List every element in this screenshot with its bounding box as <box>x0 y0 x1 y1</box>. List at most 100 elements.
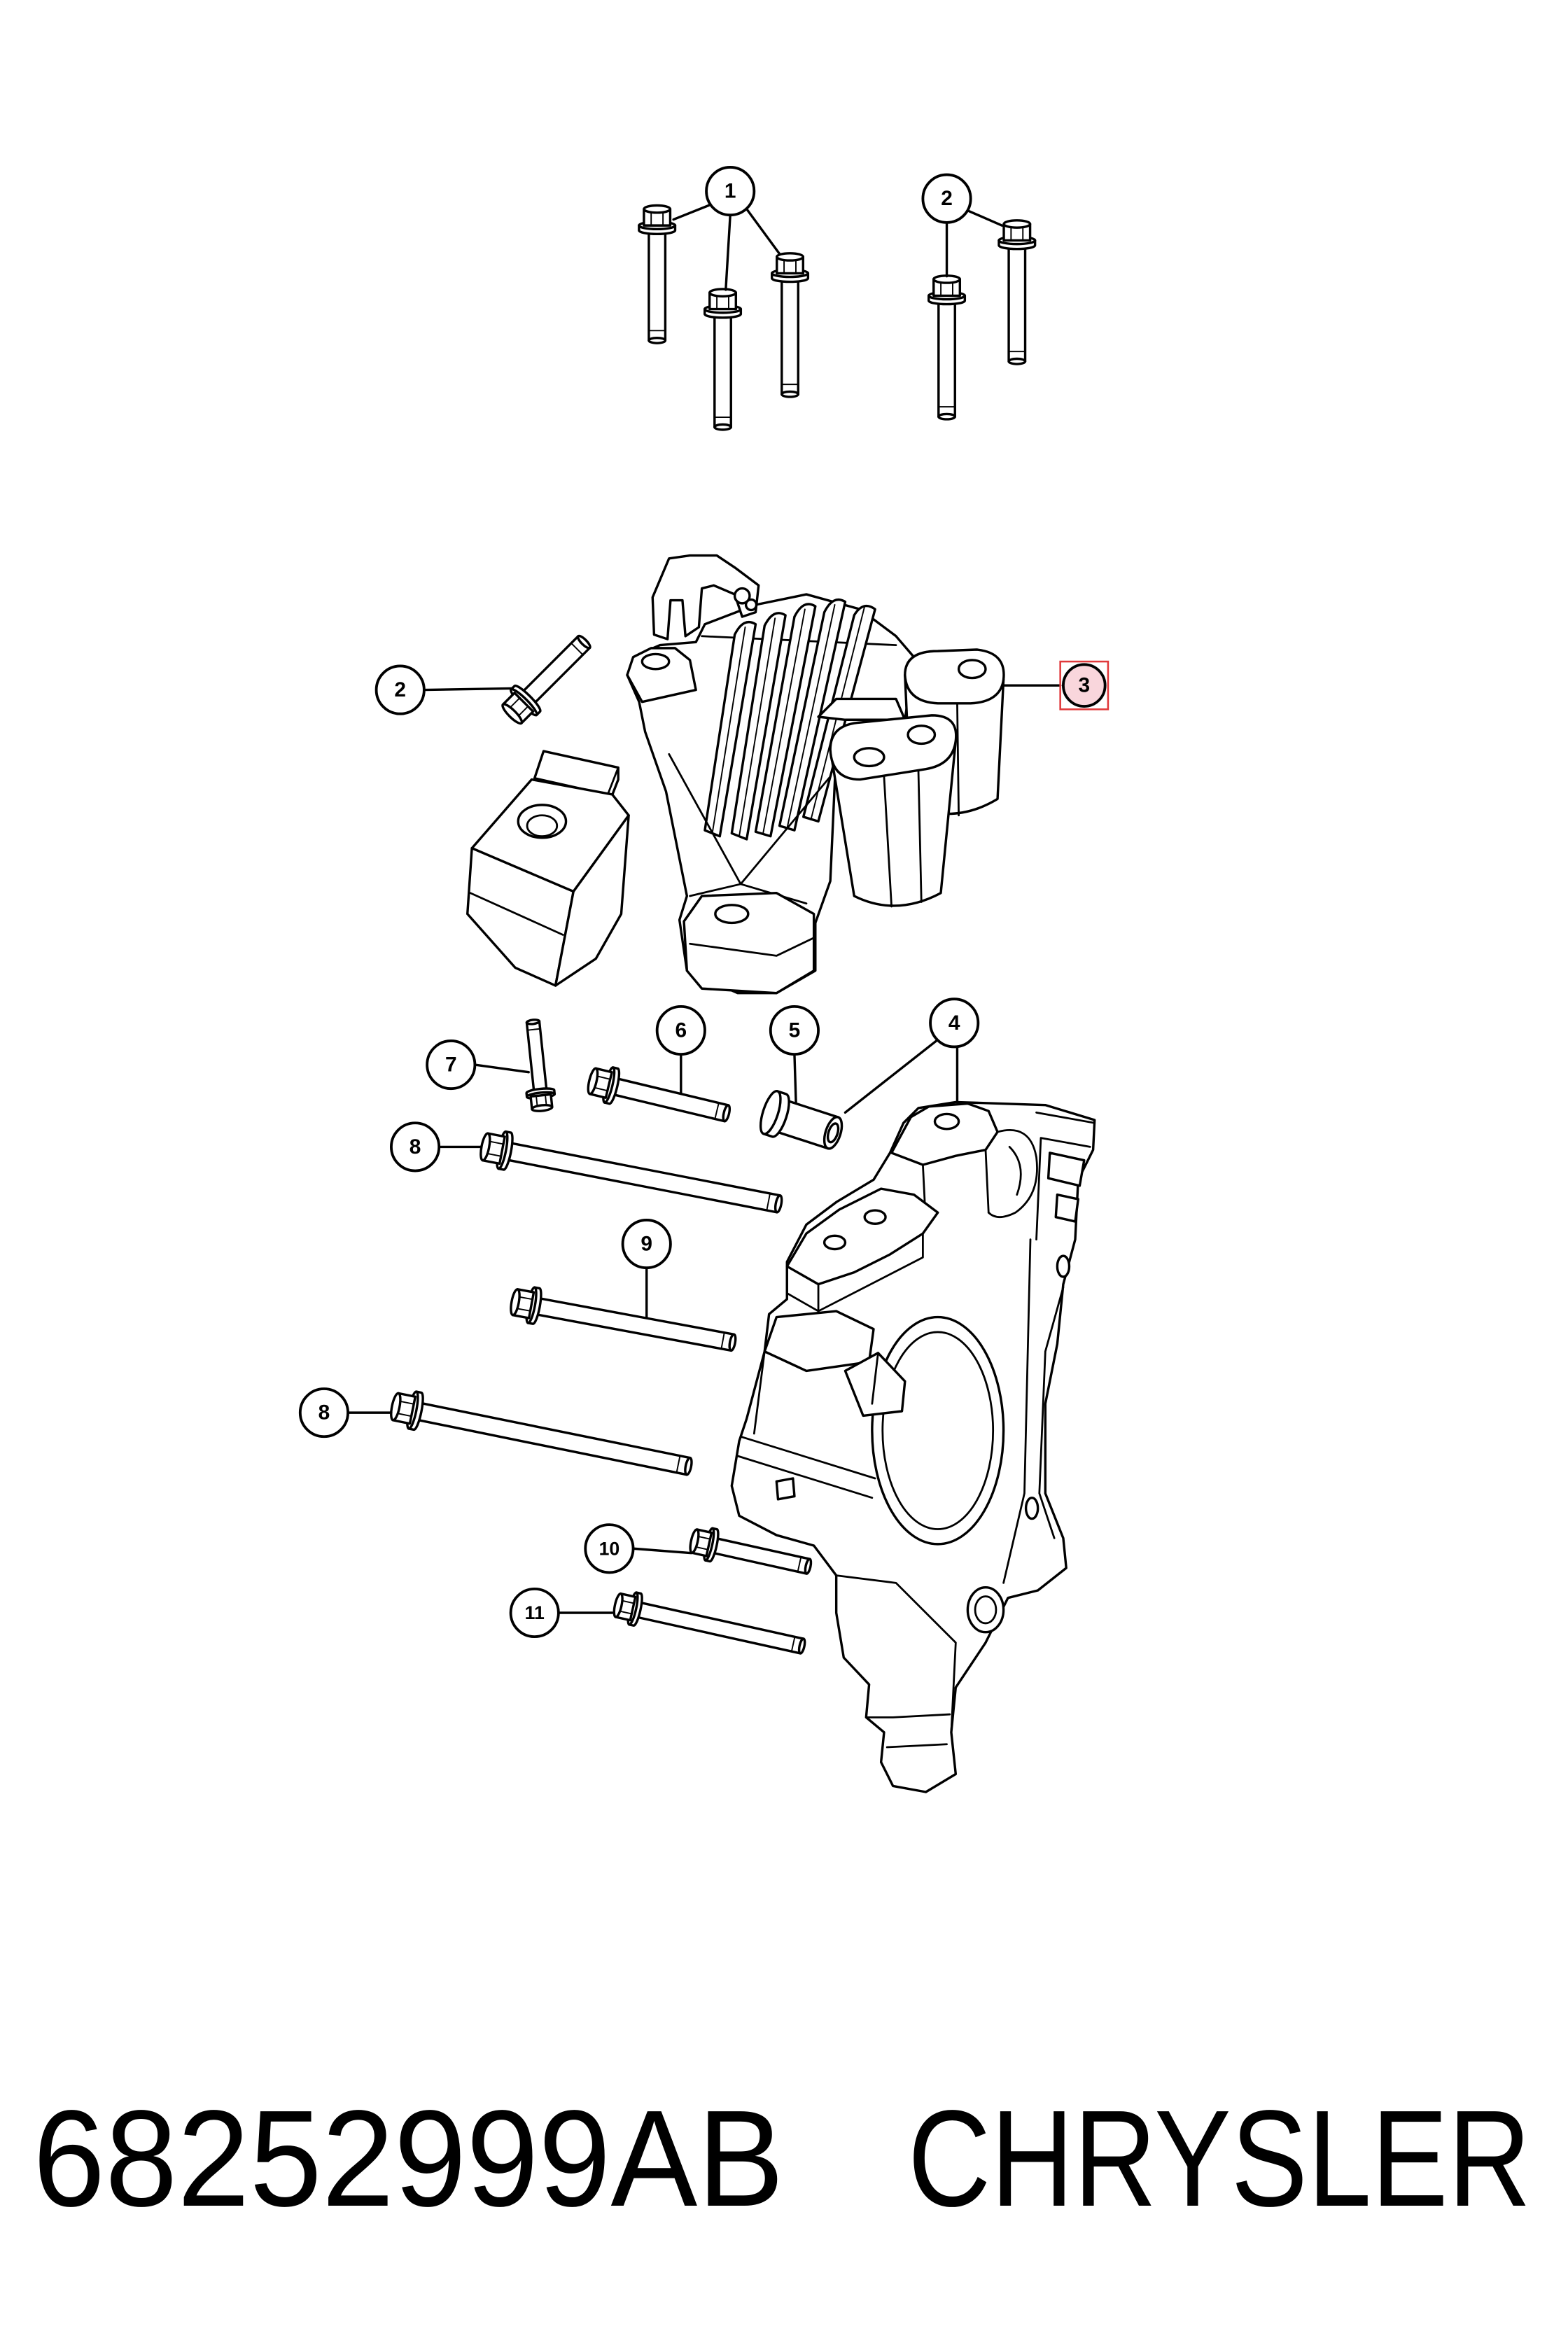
bolt-2-mount <box>501 634 592 725</box>
thread-end-line <box>676 1455 681 1474</box>
callout-circle <box>1062 663 1107 708</box>
callout-circle <box>921 173 972 224</box>
callout-8[interactable]: 8 <box>298 1387 349 1438</box>
block-right-face <box>554 814 630 987</box>
mount-fin <box>704 620 757 838</box>
thread-end-line <box>526 1028 541 1031</box>
callout-10[interactable]: 10 <box>584 1523 635 1574</box>
bolt-6 <box>587 1066 732 1123</box>
callout-circle <box>509 1587 560 1639</box>
upper-ear-hole <box>957 659 987 680</box>
leader-line <box>966 209 1004 227</box>
callout-label: 8 <box>410 1135 421 1158</box>
thread-end-line <box>570 642 584 656</box>
callout-4[interactable]: 4 <box>929 997 980 1049</box>
bolt-2a <box>997 219 1037 365</box>
bracket-band <box>736 1350 876 1499</box>
callout-8[interactable]: 8 <box>390 1121 441 1172</box>
callout-11[interactable]: 11 <box>509 1587 560 1639</box>
lower-boss-inner <box>974 1595 997 1625</box>
block-left-face <box>466 847 575 987</box>
bolt-1c <box>771 252 810 398</box>
callout-circle <box>298 1387 349 1438</box>
callout-1[interactable]: 1 <box>705 166 756 217</box>
plate-edge <box>785 1232 924 1312</box>
callout-circle <box>769 1004 820 1056</box>
bracket-lower-boss <box>966 1586 1005 1634</box>
bushing <box>759 1090 844 1150</box>
bolt-2b <box>927 274 967 421</box>
rubber-block <box>466 750 630 987</box>
bolt-shank <box>648 229 667 342</box>
fasteners <box>390 204 1037 1655</box>
leader-line <box>844 1040 938 1114</box>
mount-link <box>817 697 906 721</box>
brand-name: CHRYSLER <box>908 2082 1531 2235</box>
bolt-shank <box>634 1601 805 1655</box>
lower-ear-hole <box>906 724 937 746</box>
bolt-shank <box>937 299 956 418</box>
bracket-side-hole <box>1056 1254 1071 1278</box>
callout-9[interactable]: 9 <box>621 1219 672 1270</box>
bushing-bore <box>826 1122 840 1144</box>
bolt-head-end <box>510 1288 521 1317</box>
bracket-lower-edge <box>835 1574 957 1749</box>
bracket-hook <box>987 1129 1038 1219</box>
bolt-8-lower <box>390 1390 693 1476</box>
bolt-head-end <box>776 252 805 262</box>
callout-circle <box>390 1121 441 1172</box>
callout-label: 2 <box>941 187 953 210</box>
callout-circle <box>705 166 756 217</box>
tower-hole <box>933 1112 960 1130</box>
callout-2[interactable]: 2 <box>921 173 972 224</box>
callout-3[interactable]: 3 <box>1059 660 1110 710</box>
bolt-tip <box>774 1194 783 1214</box>
bolt-tip <box>804 1558 813 1575</box>
leader-line <box>745 207 781 255</box>
bolt-head-end <box>643 204 672 214</box>
stud-7 <box>525 1018 556 1112</box>
callout-label: 4 <box>948 1011 960 1035</box>
bracket-boss <box>775 1477 796 1501</box>
engine-mount <box>626 554 1005 995</box>
bolt-head-end <box>501 703 524 725</box>
bolt-shank <box>1007 244 1027 363</box>
bolt-head-end <box>1002 219 1032 229</box>
flange-hole <box>1024 1497 1040 1520</box>
bracket-right-flange <box>1002 1238 1065 1584</box>
leader-lines <box>346 203 1062 1614</box>
part-number: 68252999AB <box>33 2082 784 2235</box>
block-hole-inner <box>526 814 559 838</box>
bolt-8-upper <box>479 1130 783 1214</box>
bolt-shank <box>520 635 592 706</box>
callout-6[interactable]: 6 <box>655 1004 706 1056</box>
thread-end-line <box>720 1331 725 1350</box>
bracket-window <box>1046 1152 1086 1187</box>
flange-hole <box>714 904 750 925</box>
bolt-shank <box>504 1141 782 1214</box>
bolt-tip <box>1007 357 1027 365</box>
block-hole <box>517 804 568 839</box>
plate-hole <box>863 1209 887 1225</box>
bolt-shank <box>710 1536 811 1575</box>
callout-circle <box>374 664 426 715</box>
bolt-head-end <box>708 288 738 298</box>
callout-5[interactable]: 5 <box>769 1004 820 1056</box>
thread-end-line <box>766 1192 771 1212</box>
callout-label: 1 <box>724 180 736 203</box>
bolt-tip <box>797 1637 806 1655</box>
lug-hole <box>640 652 671 671</box>
clip-boss <box>744 598 758 612</box>
bolt-head-end <box>587 1067 599 1096</box>
bolt-tip <box>576 634 592 650</box>
bolt-tip <box>728 1333 737 1352</box>
leader-line <box>423 687 514 692</box>
callout-2[interactable]: 2 <box>374 664 426 715</box>
callout-label: 5 <box>789 1018 801 1042</box>
bolt-shank <box>414 1401 692 1476</box>
callout-7[interactable]: 7 <box>426 1040 477 1091</box>
callout-circle <box>929 997 980 1049</box>
bolt-tip <box>684 1456 693 1476</box>
mount-bracket <box>730 1100 1096 1793</box>
bracket-right-box <box>1035 1111 1096 1241</box>
